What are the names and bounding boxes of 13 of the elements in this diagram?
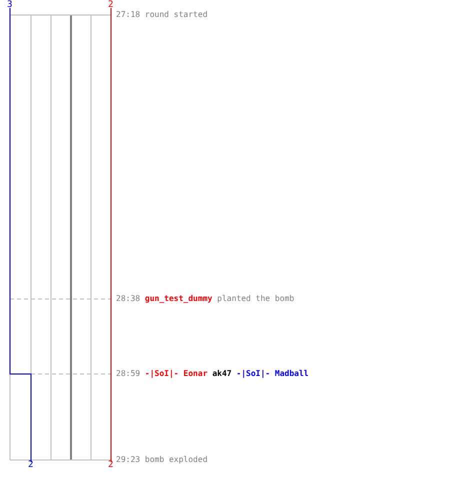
timestamp: 29:23 [116, 455, 140, 465]
player-name: gun_test_dummy [144, 294, 212, 304]
weapon-name: ak47 [212, 369, 232, 379]
event-text: round started [144, 10, 208, 20]
timestamp: 28:38 [116, 294, 140, 304]
count-number: 3 [7, 1, 12, 10]
timestamp: 28:59 [116, 369, 140, 379]
event-text: planted the bomb [217, 294, 294, 304]
event-text: bomb exploded [144, 455, 208, 465]
timestamp: 27:18 [116, 10, 140, 20]
player-name: -|SoI|- Madball [236, 369, 309, 379]
player-name: -|SoI|- Eonar [144, 369, 208, 379]
count-number: 2 [108, 1, 114, 10]
